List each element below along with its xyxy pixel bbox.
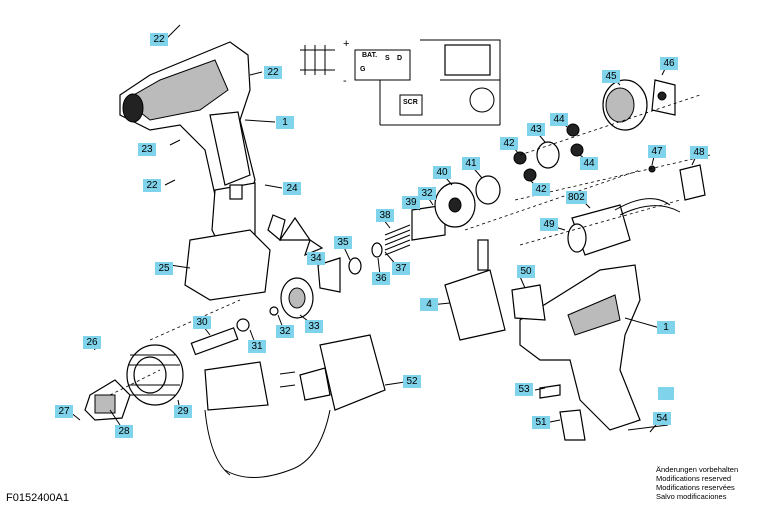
callout-22b: 22 bbox=[264, 66, 282, 79]
charger-part bbox=[224, 334, 386, 478]
clutch-parts bbox=[317, 182, 476, 293]
drawing-code: F0152400A1 bbox=[6, 492, 69, 504]
callout-54: 54 bbox=[653, 412, 671, 425]
callout-46: 46 bbox=[660, 57, 678, 70]
callout-41: 41 bbox=[462, 157, 480, 170]
recycle-symbol bbox=[267, 214, 324, 257]
callout-33: 33 bbox=[305, 320, 323, 333]
callout-38: 38 bbox=[376, 209, 394, 222]
circuit-bat: BAT. bbox=[362, 52, 378, 59]
battery-pack-part bbox=[184, 182, 271, 301]
callout-39: 39 bbox=[402, 196, 420, 209]
callout-4: 4 bbox=[420, 298, 438, 311]
callout-24: 24 bbox=[283, 182, 301, 195]
callout-37: 37 bbox=[392, 262, 410, 275]
callout-1a: 1 bbox=[276, 116, 294, 129]
spare-battery-part bbox=[204, 361, 269, 476]
chuck-part bbox=[84, 379, 131, 421]
callout-35: 35 bbox=[334, 236, 352, 249]
lower-housing-part bbox=[511, 264, 641, 431]
callout-802: 802 bbox=[566, 191, 587, 204]
callout-40: 40 bbox=[433, 166, 451, 179]
circuit-g: G bbox=[360, 66, 366, 73]
switch-part bbox=[444, 239, 506, 341]
callout-27: 27 bbox=[55, 405, 73, 418]
callout-45: 45 bbox=[602, 70, 620, 83]
callout-23: 23 bbox=[138, 143, 156, 156]
callout-26: 26 bbox=[83, 336, 101, 349]
callout-48: 48 bbox=[690, 146, 708, 159]
callout-44b: 44 bbox=[580, 157, 598, 170]
blank-callout-box bbox=[658, 387, 674, 400]
callout-42a: 42 bbox=[500, 137, 518, 150]
callout-43: 43 bbox=[527, 123, 545, 136]
circuit-diagram bbox=[300, 39, 501, 126]
callout-32b: 32 bbox=[418, 187, 436, 200]
gear-carrier-part bbox=[280, 277, 314, 319]
callout-51: 51 bbox=[532, 416, 550, 429]
upper-housing-part bbox=[119, 41, 256, 196]
callout-34: 34 bbox=[307, 252, 325, 265]
callout-31: 31 bbox=[248, 340, 266, 353]
note-english: Modifications reserved bbox=[656, 474, 732, 483]
modifications-note: Änderungen vorbehalten Modifications res… bbox=[656, 465, 738, 501]
gear-ring-part bbox=[126, 344, 184, 406]
callout-47: 47 bbox=[648, 145, 666, 158]
callout-44a: 44 bbox=[550, 113, 568, 126]
note-french: Modifications reservées bbox=[656, 483, 735, 492]
callout-49: 49 bbox=[540, 218, 558, 231]
callout-52: 52 bbox=[403, 375, 421, 388]
note-german: Änderungen vorbehalten bbox=[656, 465, 739, 474]
ring-gear-part bbox=[602, 79, 676, 131]
callout-1b: 1 bbox=[657, 321, 675, 334]
callout-30: 30 bbox=[193, 316, 211, 329]
callout-53: 53 bbox=[515, 383, 533, 396]
callout-28: 28 bbox=[115, 425, 133, 438]
callout-36: 36 bbox=[372, 272, 390, 285]
circuit-d: D bbox=[397, 55, 403, 62]
callout-32a: 32 bbox=[276, 325, 294, 338]
circuit-s: S bbox=[385, 55, 390, 62]
spindle-part bbox=[190, 306, 279, 356]
circuit-scr: SCR bbox=[403, 99, 418, 106]
callout-25: 25 bbox=[155, 262, 173, 275]
circuit-minus: - bbox=[343, 75, 347, 87]
callout-29: 29 bbox=[174, 405, 192, 418]
planetary-gear-parts bbox=[475, 123, 584, 205]
note-spanish: Salvo modificaciones bbox=[656, 492, 727, 501]
circuit-plus: + bbox=[343, 38, 350, 50]
callout-22c: 22 bbox=[143, 179, 161, 192]
callout-42b: 42 bbox=[532, 183, 550, 196]
motor-part bbox=[567, 164, 706, 256]
callout-50: 50 bbox=[517, 265, 535, 278]
callout-22a: 22 bbox=[150, 33, 168, 46]
